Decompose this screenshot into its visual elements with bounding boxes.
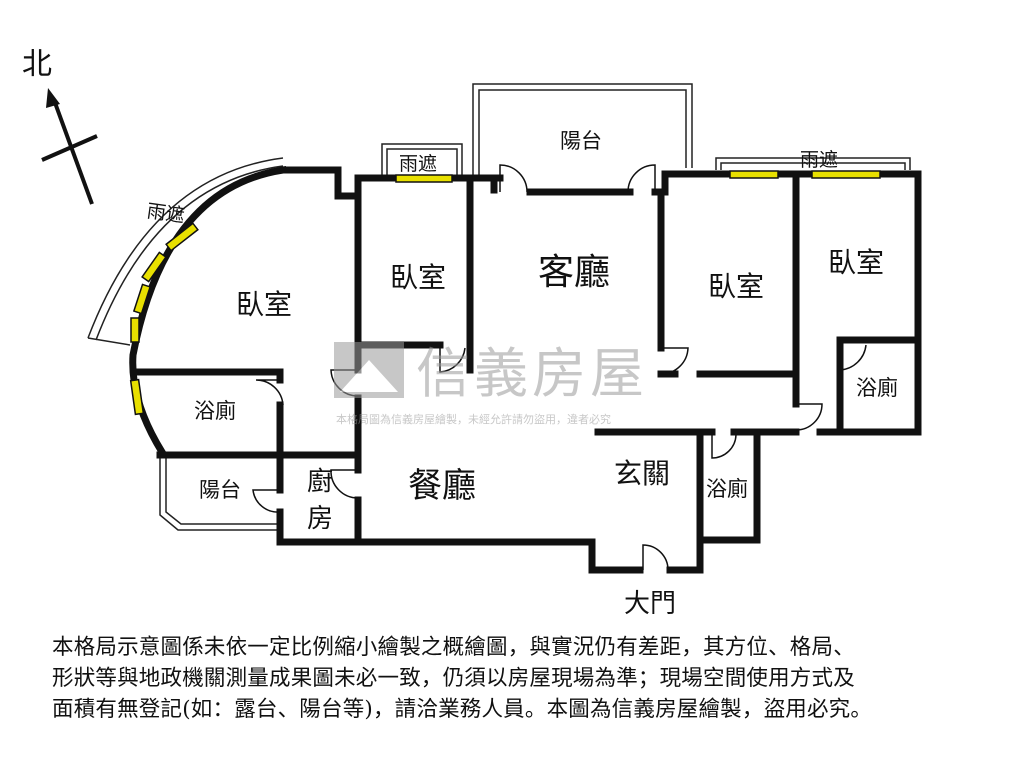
label-bath-center: 浴廁	[706, 477, 748, 501]
windows	[129, 170, 881, 416]
label-bedroom-center: 臥室	[390, 261, 446, 294]
balcony-west-outline-inner	[165, 455, 280, 525]
door-balcony-right	[627, 164, 656, 193]
door-kitchen	[330, 469, 359, 499]
disclaimer-line-1: 本格局示意圖係未依一定比例縮小繪製之概繪圖，與實況仍有差距，其方位、格局、	[52, 635, 855, 660]
wall-north-west	[279, 166, 478, 200]
canopy-top-outline-inner	[386, 148, 458, 178]
canopy-arc-end	[87, 337, 131, 346]
label-bedroom-east2: 臥室	[828, 246, 884, 279]
window-arc2	[141, 251, 167, 283]
label-main-door: 大門	[624, 589, 676, 619]
label-kitchen-1: 廚	[307, 467, 333, 497]
window-east-bed2	[811, 170, 881, 179]
disclaimer-line-2: 形狀等與地政機關測量成果圖未必一致，仍須以房屋現場為準；現場空間使用方式及	[52, 666, 855, 691]
balcony-top-outline	[472, 83, 693, 178]
label-foyer: 玄關	[614, 457, 670, 490]
label-bedroom-east1: 臥室	[708, 270, 764, 303]
canopy-arc-outline-inner	[95, 165, 284, 341]
window-arc1	[165, 222, 199, 252]
label-kitchen-2: 房	[307, 504, 333, 534]
watermark-logo-roof-icon	[340, 360, 398, 392]
wall-south	[666, 536, 704, 574]
door-bath-center	[711, 432, 737, 459]
label-canopy-top: 雨遮	[399, 153, 437, 175]
canopy-top-outline	[381, 143, 463, 178]
door-bath-east	[839, 340, 867, 371]
watermark: 信義房屋 本格局圖為信義房屋繪製，未經允許請勿盜用，違者必究	[334, 342, 648, 426]
window-arc3	[132, 283, 152, 315]
compass-crossbar	[41, 134, 98, 162]
label-bath-west: 浴廁	[194, 399, 236, 423]
window-center-bed	[395, 174, 453, 183]
watermark-brand: 信義房屋	[416, 342, 648, 405]
compass-arrow-head	[46, 88, 60, 108]
label-balcony-top: 陽台	[560, 129, 602, 153]
label-canopy-arc: 雨遮	[145, 200, 186, 227]
door-bath-west	[255, 379, 284, 406]
north-label: 北	[22, 47, 52, 82]
label-balcony-west: 陽台	[199, 478, 241, 502]
canopy-right-outline-inner	[720, 162, 906, 170]
door-east-bed1	[660, 347, 689, 375]
door-main	[642, 544, 669, 571]
door-center-bed	[439, 345, 466, 373]
canopy-right-outline	[715, 157, 911, 170]
wall-bath-center	[696, 428, 761, 544]
window-arc4	[130, 317, 140, 343]
label-bedroom-west: 臥室	[236, 288, 292, 321]
wall-south2	[356, 538, 644, 574]
window-arc5	[129, 378, 145, 416]
disclaimer-line-3: 面積有無登記(如：露台、陽台等)，請洽業務人員。本圖為信義房屋繪製，盜用必究。	[52, 697, 873, 722]
door-east-bed2	[795, 403, 823, 431]
door-balcony-left	[499, 164, 528, 193]
balcony-top-outline-inner	[478, 89, 687, 178]
label-dining: 餐廳	[408, 466, 476, 506]
canopy-arc-outline	[87, 157, 284, 339]
label-canopy-right: 雨遮	[800, 149, 838, 171]
balcony-west-outline	[159, 455, 280, 531]
room-labels: 臥室 臥室 客廳 臥室 臥室 陽台 雨遮 雨遮 雨遮 浴廁 浴廁 浴廁 陽台 廚…	[145, 129, 898, 619]
north-compass: 北	[22, 47, 98, 205]
compass-arrow-shaft	[52, 99, 94, 205]
label-bath-east: 浴廁	[856, 376, 898, 400]
disclaimer: 本格局示意圖係未依一定比例縮小繪製之概繪圖，與實況仍有差距，其方位、格局、 形狀…	[52, 632, 1012, 725]
watermark-notice: 本格局圖為信義房屋繪製，未經允許請勿盜用，違者必究	[336, 412, 611, 426]
balcony-outlines	[87, 83, 911, 531]
door-balcony-west	[252, 489, 281, 513]
label-living: 客廳	[538, 252, 610, 293]
window-east-bed1	[729, 170, 779, 179]
